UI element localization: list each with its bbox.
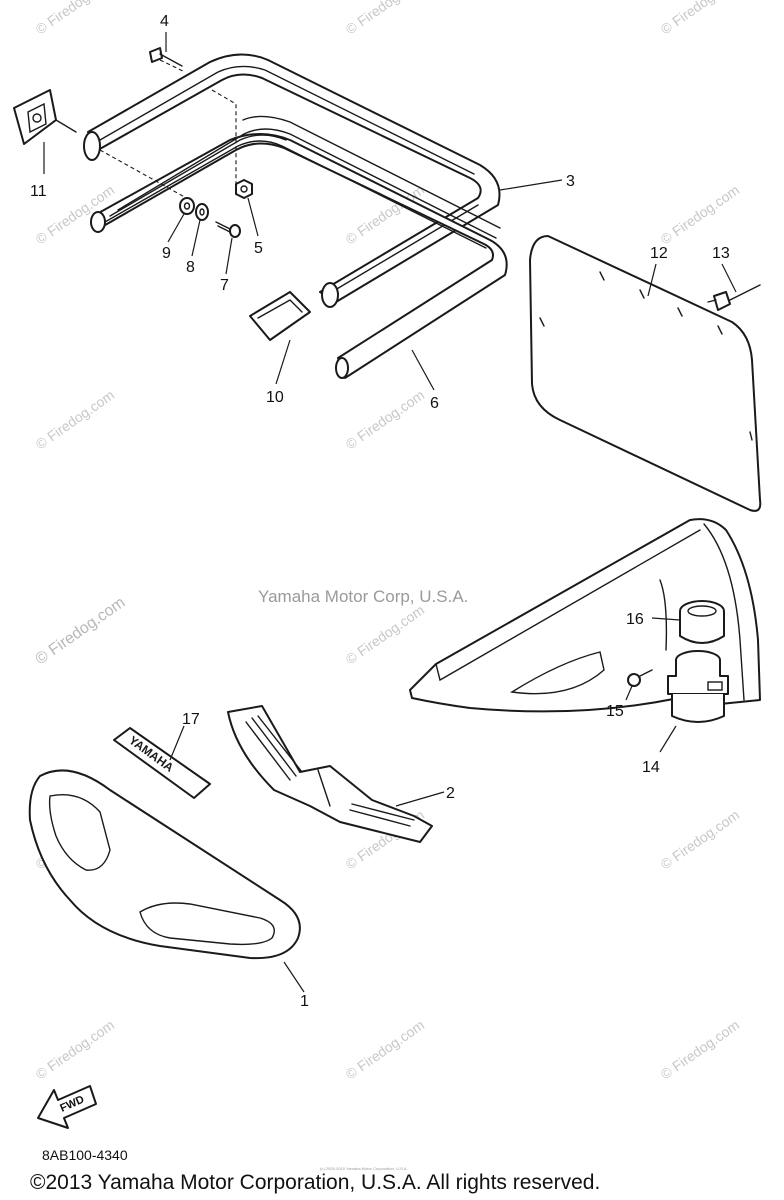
- part-12-panel: [529, 235, 762, 512]
- center-watermark: Yamaha Motor Corp, U.S.A.: [258, 587, 468, 606]
- callout-7: 7: [220, 277, 229, 294]
- watermark: © Firedog.com: [33, 387, 118, 453]
- part-13-screw: [707, 284, 761, 311]
- part-1-handle-cover: [28, 769, 301, 960]
- part-3-frame: [83, 53, 501, 308]
- watermark: © Firedog.com: [658, 807, 743, 873]
- watermark: © Firedog.com: [33, 0, 118, 37]
- watermark: © Firedog.com: [343, 387, 428, 453]
- part-16-cap: [679, 600, 725, 644]
- callout-16: 16: [626, 611, 644, 628]
- watermark: © Firedog.com: [343, 0, 428, 37]
- watermark: © Firedog.com: [343, 1017, 428, 1083]
- watermark: © Firedog.com: [33, 1017, 118, 1083]
- callout-6: 6: [430, 395, 439, 412]
- callout-14: 14: [642, 759, 660, 776]
- callout-numbers: 4 11 3 9 8 5 7 12 13 10 6 16 15 14 17 2 …: [30, 13, 730, 1010]
- watermark: © Firedog.com: [658, 182, 743, 248]
- part-6-bumper-strip: [90, 115, 508, 379]
- watermark: © Firedog.com: [658, 0, 743, 37]
- diagram-code: 8AB100-4340: [42, 1147, 128, 1163]
- part-15-plug: [627, 669, 653, 687]
- part-2-grille: [227, 705, 433, 843]
- part-5-nut: [235, 179, 253, 199]
- watermark: © Firedog.com: [33, 594, 129, 668]
- watermark: © Firedog.com: [658, 1017, 743, 1083]
- watermark: © Firedog.com: [343, 602, 428, 668]
- callout-3: 3: [566, 173, 575, 190]
- part-14-fitting: [667, 650, 729, 723]
- part-9-washer: [179, 197, 195, 215]
- callout-13: 13: [712, 245, 730, 262]
- part-10-pad: [249, 291, 311, 341]
- callout-9: 9: [162, 245, 171, 262]
- part-11-bracket: [13, 89, 77, 145]
- callout-2: 2: [446, 785, 455, 802]
- callout-15: 15: [606, 703, 624, 720]
- fwd-arrow: FWD: [37, 1085, 97, 1129]
- callout-8: 8: [186, 259, 195, 276]
- part-7-bolt: [215, 221, 241, 238]
- part-8-washer: [195, 203, 209, 221]
- callout-12: 12: [650, 245, 668, 262]
- callout-11: 11: [30, 183, 47, 200]
- callout-4: 4: [160, 13, 169, 30]
- tiny-notice: (c) 2005-2015 Yamaha Motor Corporation, …: [320, 1166, 408, 1171]
- copyright-notice: ©2013 Yamaha Motor Corporation, U.S.A. A…: [30, 1171, 600, 1194]
- callout-5: 5: [254, 240, 263, 257]
- callout-17: 17: [182, 711, 200, 728]
- callout-10: 10: [266, 389, 284, 406]
- leader-lines: [43, 32, 737, 993]
- part-4-screw: [149, 47, 183, 67]
- callout-1: 1: [300, 993, 309, 1010]
- part-17-emblem: YAMAHA: [113, 727, 211, 799]
